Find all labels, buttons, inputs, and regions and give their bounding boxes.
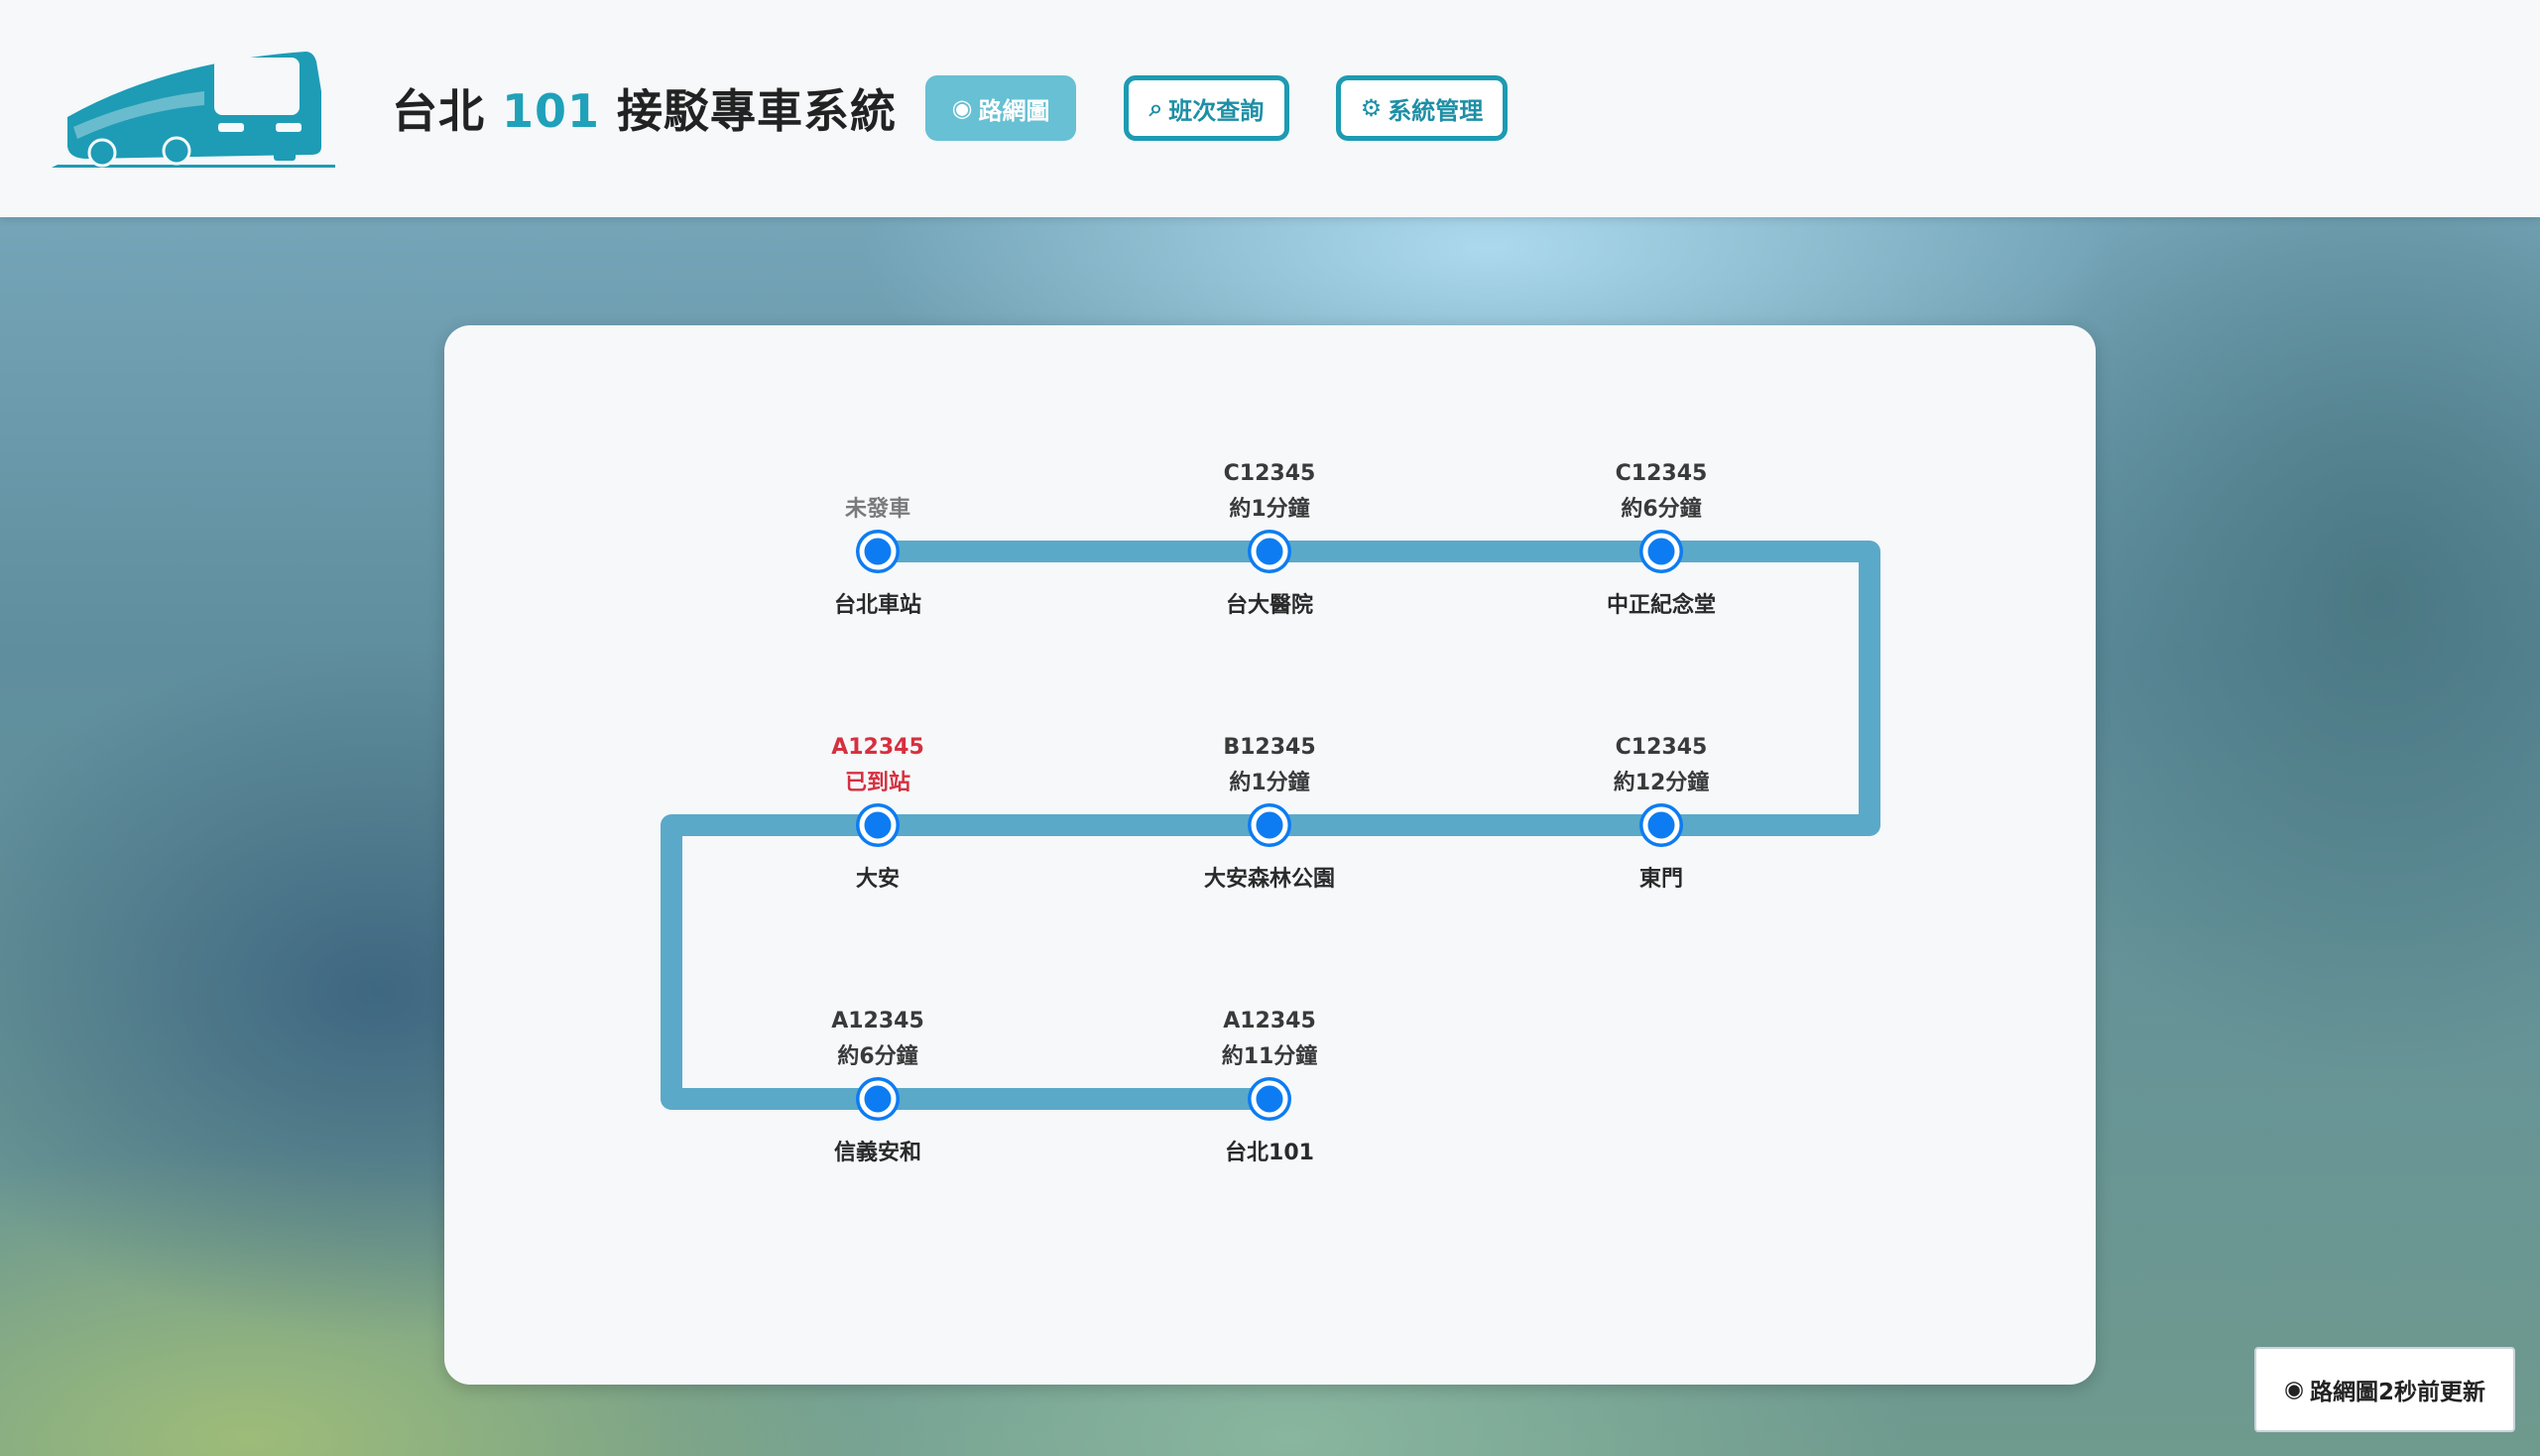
- stop-eta-text: 約12分鐘: [1613, 771, 1710, 795]
- stop-eta: C12345 約12分鐘: [1614, 730, 1710, 801]
- stop-eta-text: 約1分鐘: [1229, 497, 1310, 522]
- schedule-search-label: 班次查詢: [1168, 96, 1265, 125]
- stop-eta-text: 約6分鐘: [1621, 497, 1702, 522]
- title-highlight: 101: [502, 84, 601, 138]
- system-admin-button[interactable]: ⚙ 系統管理: [1336, 75, 1508, 141]
- stop-bus-id: C12345: [1615, 461, 1708, 486]
- title-suffix: 接駁專車系統: [600, 84, 898, 138]
- radio-dot-icon: ◉: [2283, 1377, 2305, 1402]
- stop-eta: C12345 約1分鐘: [1224, 456, 1316, 528]
- stop-eta-text: 已到站: [844, 771, 911, 795]
- stop-eta: A12345 約6分鐘: [831, 1004, 924, 1075]
- stop-marker-ring: [859, 533, 897, 570]
- stop-name: 信義安和: [833, 1141, 922, 1165]
- route-map: [661, 530, 1880, 1121]
- stop-bus-id: A12345: [831, 735, 924, 760]
- route-map-button[interactable]: ◉ 路網圖: [925, 75, 1076, 141]
- stop-name: 大安森林公園: [1203, 867, 1336, 892]
- stop-marker-ring: [1251, 533, 1288, 570]
- stop-bus-id: A12345: [831, 1009, 924, 1033]
- header: 台北 101 接駁專車系統 ◉ 路網圖 ⌕ 班次查詢 ⚙ 系統管理: [0, 0, 2540, 217]
- stop-name: 中正紀念堂: [1606, 593, 1717, 618]
- stop-bus-id: C12345: [1615, 735, 1708, 760]
- stop-eta-text: 未發車: [844, 497, 911, 522]
- stop-name: 大安: [855, 867, 901, 892]
- stop-name: 東門: [1638, 867, 1684, 892]
- stop-eta: C12345 約6分鐘: [1616, 456, 1708, 528]
- stop-eta-text: 約1分鐘: [1229, 771, 1310, 795]
- stop-eta: A12345 已到站: [831, 730, 924, 801]
- stop-marker-ring: [1642, 806, 1680, 844]
- stop-name: 台大醫院: [1225, 593, 1314, 618]
- update-toast-text: 路網圖2秒前更新: [2310, 1380, 2486, 1405]
- stop-eta: 未發車: [845, 456, 910, 528]
- stop-eta: B12345 約1分鐘: [1223, 730, 1315, 801]
- radio-dot-icon: ◉: [951, 94, 973, 122]
- stop-eta: A12345 約11分鐘: [1222, 1004, 1318, 1075]
- stop-marker-ring: [859, 1080, 897, 1118]
- stop-marker-ring: [1251, 1080, 1288, 1118]
- stop-marker-ring: [1642, 533, 1680, 570]
- stop-bus-id: A12345: [1223, 1009, 1316, 1033]
- stop-eta-text: 約6分鐘: [837, 1044, 918, 1069]
- app-title: 台北 101 接駁專車系統: [392, 75, 897, 141]
- bus-logo-icon[interactable]: [48, 48, 345, 171]
- stop-bus-id: C12345: [1223, 461, 1316, 486]
- stop-eta-text: 約11分鐘: [1221, 1044, 1318, 1069]
- system-admin-label: 系統管理: [1388, 96, 1484, 125]
- route-map-label: 路網圖: [978, 96, 1050, 125]
- title-prefix: 台北: [392, 84, 503, 138]
- schedule-search-button[interactable]: ⌕ 班次查詢: [1124, 75, 1289, 141]
- stop-name: 台北車站: [833, 593, 922, 618]
- stop-name: 台北101: [1225, 1141, 1314, 1165]
- stop-marker-ring: [1251, 806, 1288, 844]
- stop-marker-ring: [859, 806, 897, 844]
- stop-bus-id: B12345: [1223, 735, 1316, 760]
- gear-icon: ⚙: [1360, 94, 1383, 122]
- search-icon: ⌕: [1149, 94, 1163, 122]
- stop-bus-id: [845, 456, 910, 492]
- update-toast: ◉ 路網圖2秒前更新: [2254, 1347, 2515, 1432]
